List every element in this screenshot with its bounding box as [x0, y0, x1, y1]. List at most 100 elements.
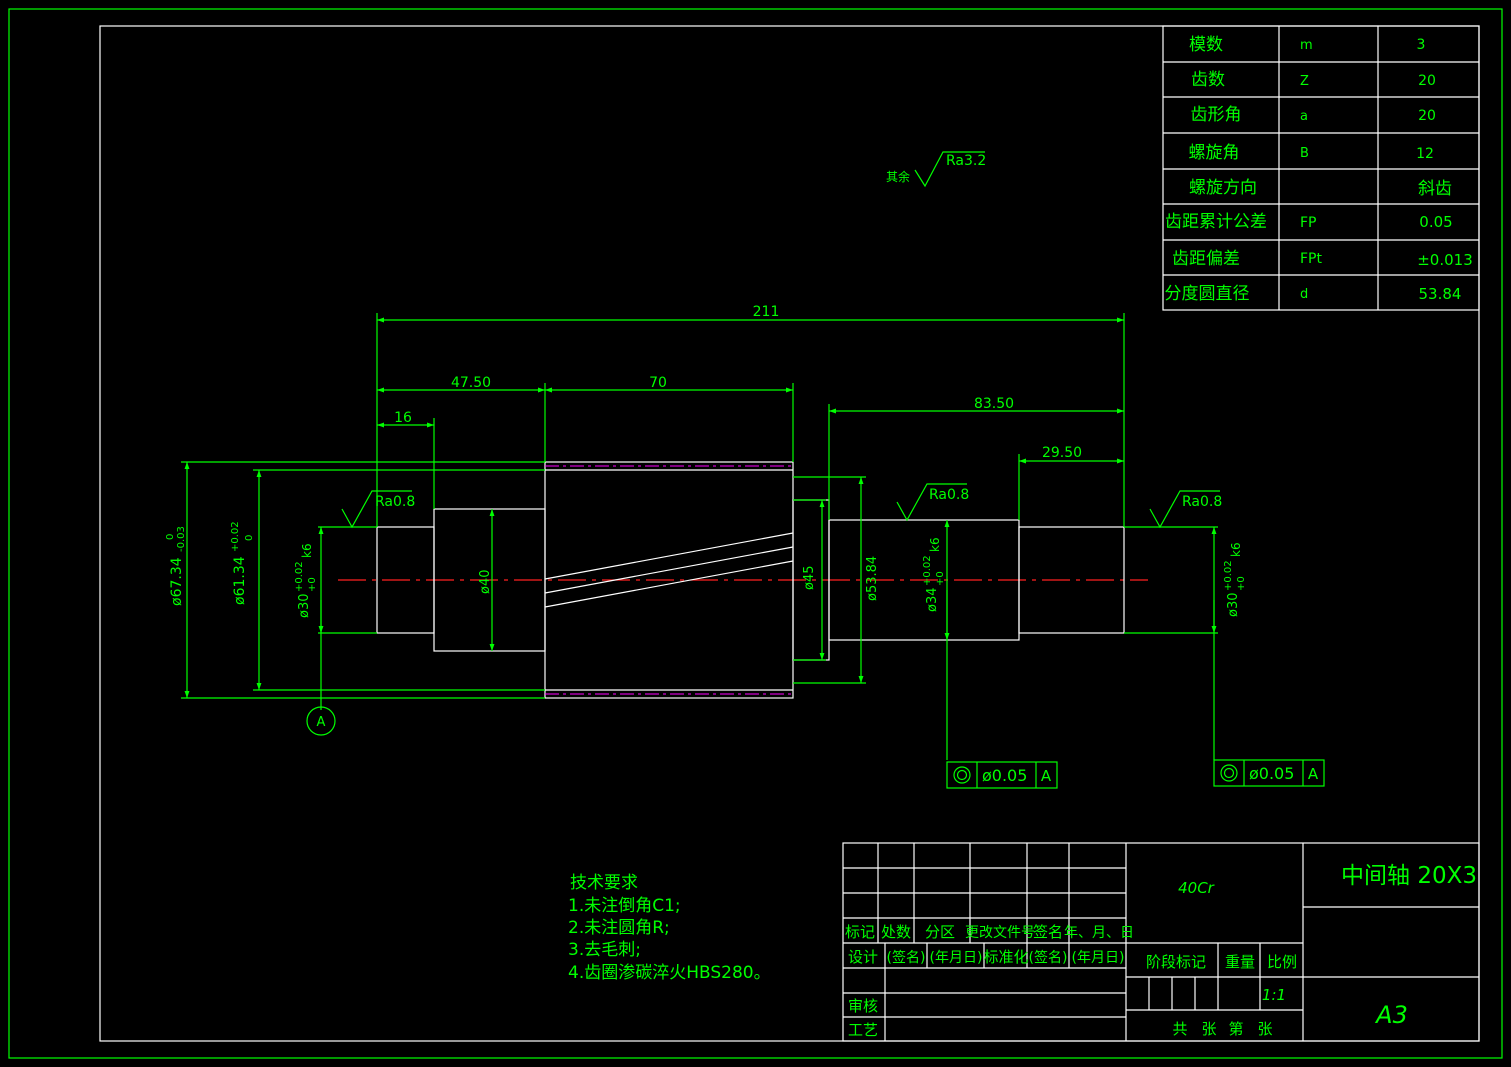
roughness-symbol-right: Ra0.8	[1149, 490, 1222, 529]
dim-29-50: 29.50	[1042, 445, 1082, 461]
param-row: 螺旋方向 斜齿	[1189, 178, 1452, 199]
param-symbol: FP	[1300, 215, 1317, 231]
tb-material: 40Cr	[1178, 879, 1215, 897]
roughness-value: Ra0.8	[1182, 494, 1222, 510]
param-name: 齿距累计公差	[1165, 212, 1267, 232]
dim-phi-67-34-lower: -0.03	[176, 526, 187, 552]
tb-di: 第	[1228, 1020, 1243, 1038]
tb-jieduan: 阶段标记	[1146, 953, 1206, 971]
param-row: 齿距偏差 FPt ±0.013	[1172, 249, 1473, 269]
tolerance-value: ø0.05	[982, 766, 1027, 785]
tb-zhang2: 张	[1257, 1020, 1272, 1038]
tb-bili: 比例	[1267, 953, 1297, 971]
dim-tol-lower: +0	[1236, 576, 1247, 591]
param-name: 模数	[1189, 35, 1223, 55]
param-symbol: a	[1300, 109, 1308, 124]
roughness-value: Ra0.8	[375, 494, 415, 510]
tb-gong: 共	[1172, 1020, 1187, 1038]
tech-item: 3.去毛刺;	[568, 940, 641, 960]
param-row: 齿形角 a 20	[1191, 105, 1436, 125]
dim-phi-61-34-upper: +0.02	[230, 521, 241, 552]
horizontal-dimensions: 211 47.50 70 16 83.50 29.50	[376, 304, 1125, 527]
param-symbol: Z	[1300, 74, 1309, 89]
dim-47-50: 47.50	[451, 375, 491, 391]
dim-fit: k6	[928, 537, 942, 552]
param-value: ±0.013	[1417, 251, 1473, 269]
param-symbol: m	[1300, 38, 1313, 53]
tb-fenqu: 分区	[925, 923, 955, 941]
param-name: 螺旋角	[1189, 143, 1240, 163]
dim-fit: k6	[1229, 542, 1243, 557]
dim-phi-61-34: ø61.34	[232, 556, 248, 605]
param-value: 斜齿	[1418, 179, 1452, 199]
param-value: 20	[1418, 73, 1436, 89]
tb-qianming3: (签名)	[1029, 949, 1068, 966]
roughness-symbol-left: Ra0.8	[341, 490, 415, 529]
tolerance-datum: A	[1308, 765, 1319, 783]
tb-qianming: 签名	[1033, 923, 1063, 941]
param-name: 分度圆直径	[1165, 284, 1250, 304]
tb-scale: 1:1	[1262, 986, 1286, 1004]
param-name: 齿数	[1191, 70, 1225, 90]
tb-zhang1: 张	[1201, 1020, 1216, 1038]
technical-requirements: 技术要求 1.未注倒角C1; 2.未注圆角R; 3.去毛刺; 4.齿圈渗碳淬火H…	[568, 873, 771, 983]
dim-16: 16	[394, 410, 412, 426]
dim-tol-upper: +0.02	[1223, 560, 1234, 591]
param-name: 螺旋方向	[1189, 178, 1257, 198]
param-value: 0.05	[1419, 213, 1452, 231]
param-row: 模数 m 3	[1189, 35, 1425, 55]
tech-title: 技术要求	[570, 873, 638, 893]
param-symbol: B	[1300, 146, 1309, 161]
dim-phi-45: ø45	[802, 566, 817, 591]
roughness-symbol	[914, 151, 985, 188]
tolerance-value: ø0.05	[1249, 764, 1294, 783]
helix-line	[544, 532, 794, 580]
dim-phi-30-left: ø30	[297, 594, 312, 619]
param-name: 齿距偏差	[1172, 249, 1240, 269]
param-row: 分度圆直径 d 53.84	[1165, 284, 1462, 304]
gear-parameter-table: 模数 m 3 齿数 Z 20 齿形角 a 20 螺旋角 B 12 螺旋方向 斜齿…	[1162, 25, 1480, 311]
dim-83-50: 83.50	[974, 396, 1014, 412]
param-row: 齿距累计公差 FP 0.05	[1165, 212, 1453, 232]
diameter-dimensions: ø67.34 0 -0.03 ø61.34 +0.02 0 ø30 +0.02 …	[165, 461, 1247, 760]
dim-overall-length: 211	[753, 304, 780, 320]
dim-phi-53-84: ø53.84	[865, 556, 880, 601]
param-symbol: FPt	[1300, 251, 1322, 267]
tb-chushu: 处数	[881, 923, 911, 941]
dim-phi-67-34-upper: 0	[165, 534, 176, 540]
param-value: 3	[1417, 37, 1426, 53]
helix-line	[544, 546, 794, 594]
tech-item: 2.未注圆角R;	[568, 918, 670, 938]
tb-gongyi: 工艺	[848, 1021, 878, 1039]
tb-nianyueri3: (年月日)	[1072, 950, 1125, 966]
helix-line	[544, 560, 794, 608]
tb-biaoji: 标记	[845, 923, 875, 941]
tech-item: 1.未注倒角C1;	[568, 896, 681, 916]
dim-phi-40: ø40	[478, 570, 493, 595]
tolerance-datum: A	[1041, 767, 1052, 785]
datum-a: A	[306, 706, 336, 736]
dim-tol-upper: +0.02	[294, 561, 305, 592]
dim-phi-61-34-lower: 0	[244, 535, 255, 541]
roughness-value: Ra0.8	[929, 487, 969, 503]
param-name: 齿形角	[1191, 105, 1242, 125]
dim-tol-lower: +0	[307, 577, 318, 592]
dim-phi-30-right: ø30	[1226, 593, 1241, 618]
datum-label: A	[317, 715, 326, 730]
param-value: 53.84	[1419, 285, 1462, 303]
tb-biaozhunhua: 标准化	[983, 948, 1028, 966]
param-value: 20	[1418, 108, 1436, 124]
tech-item: 4.齿圈渗碳淬火HBS280。	[568, 963, 771, 983]
roughness-symbol-middle: Ra0.8	[896, 483, 969, 522]
param-value: 12	[1416, 146, 1434, 162]
tb-nianyueri2: (年月日)	[930, 950, 983, 966]
roughness-value: Ra3.2	[946, 153, 986, 169]
tb-wenjian: 更改文件号	[965, 925, 1035, 941]
coaxiality-frame-right: ø0.05 A	[1213, 759, 1325, 787]
tb-zhongliang: 重量	[1225, 953, 1255, 971]
param-symbol: d	[1300, 287, 1308, 302]
dim-tol-lower: +0	[935, 571, 946, 586]
dim-70: 70	[649, 375, 667, 391]
tb-sheji: 设计	[848, 948, 878, 966]
